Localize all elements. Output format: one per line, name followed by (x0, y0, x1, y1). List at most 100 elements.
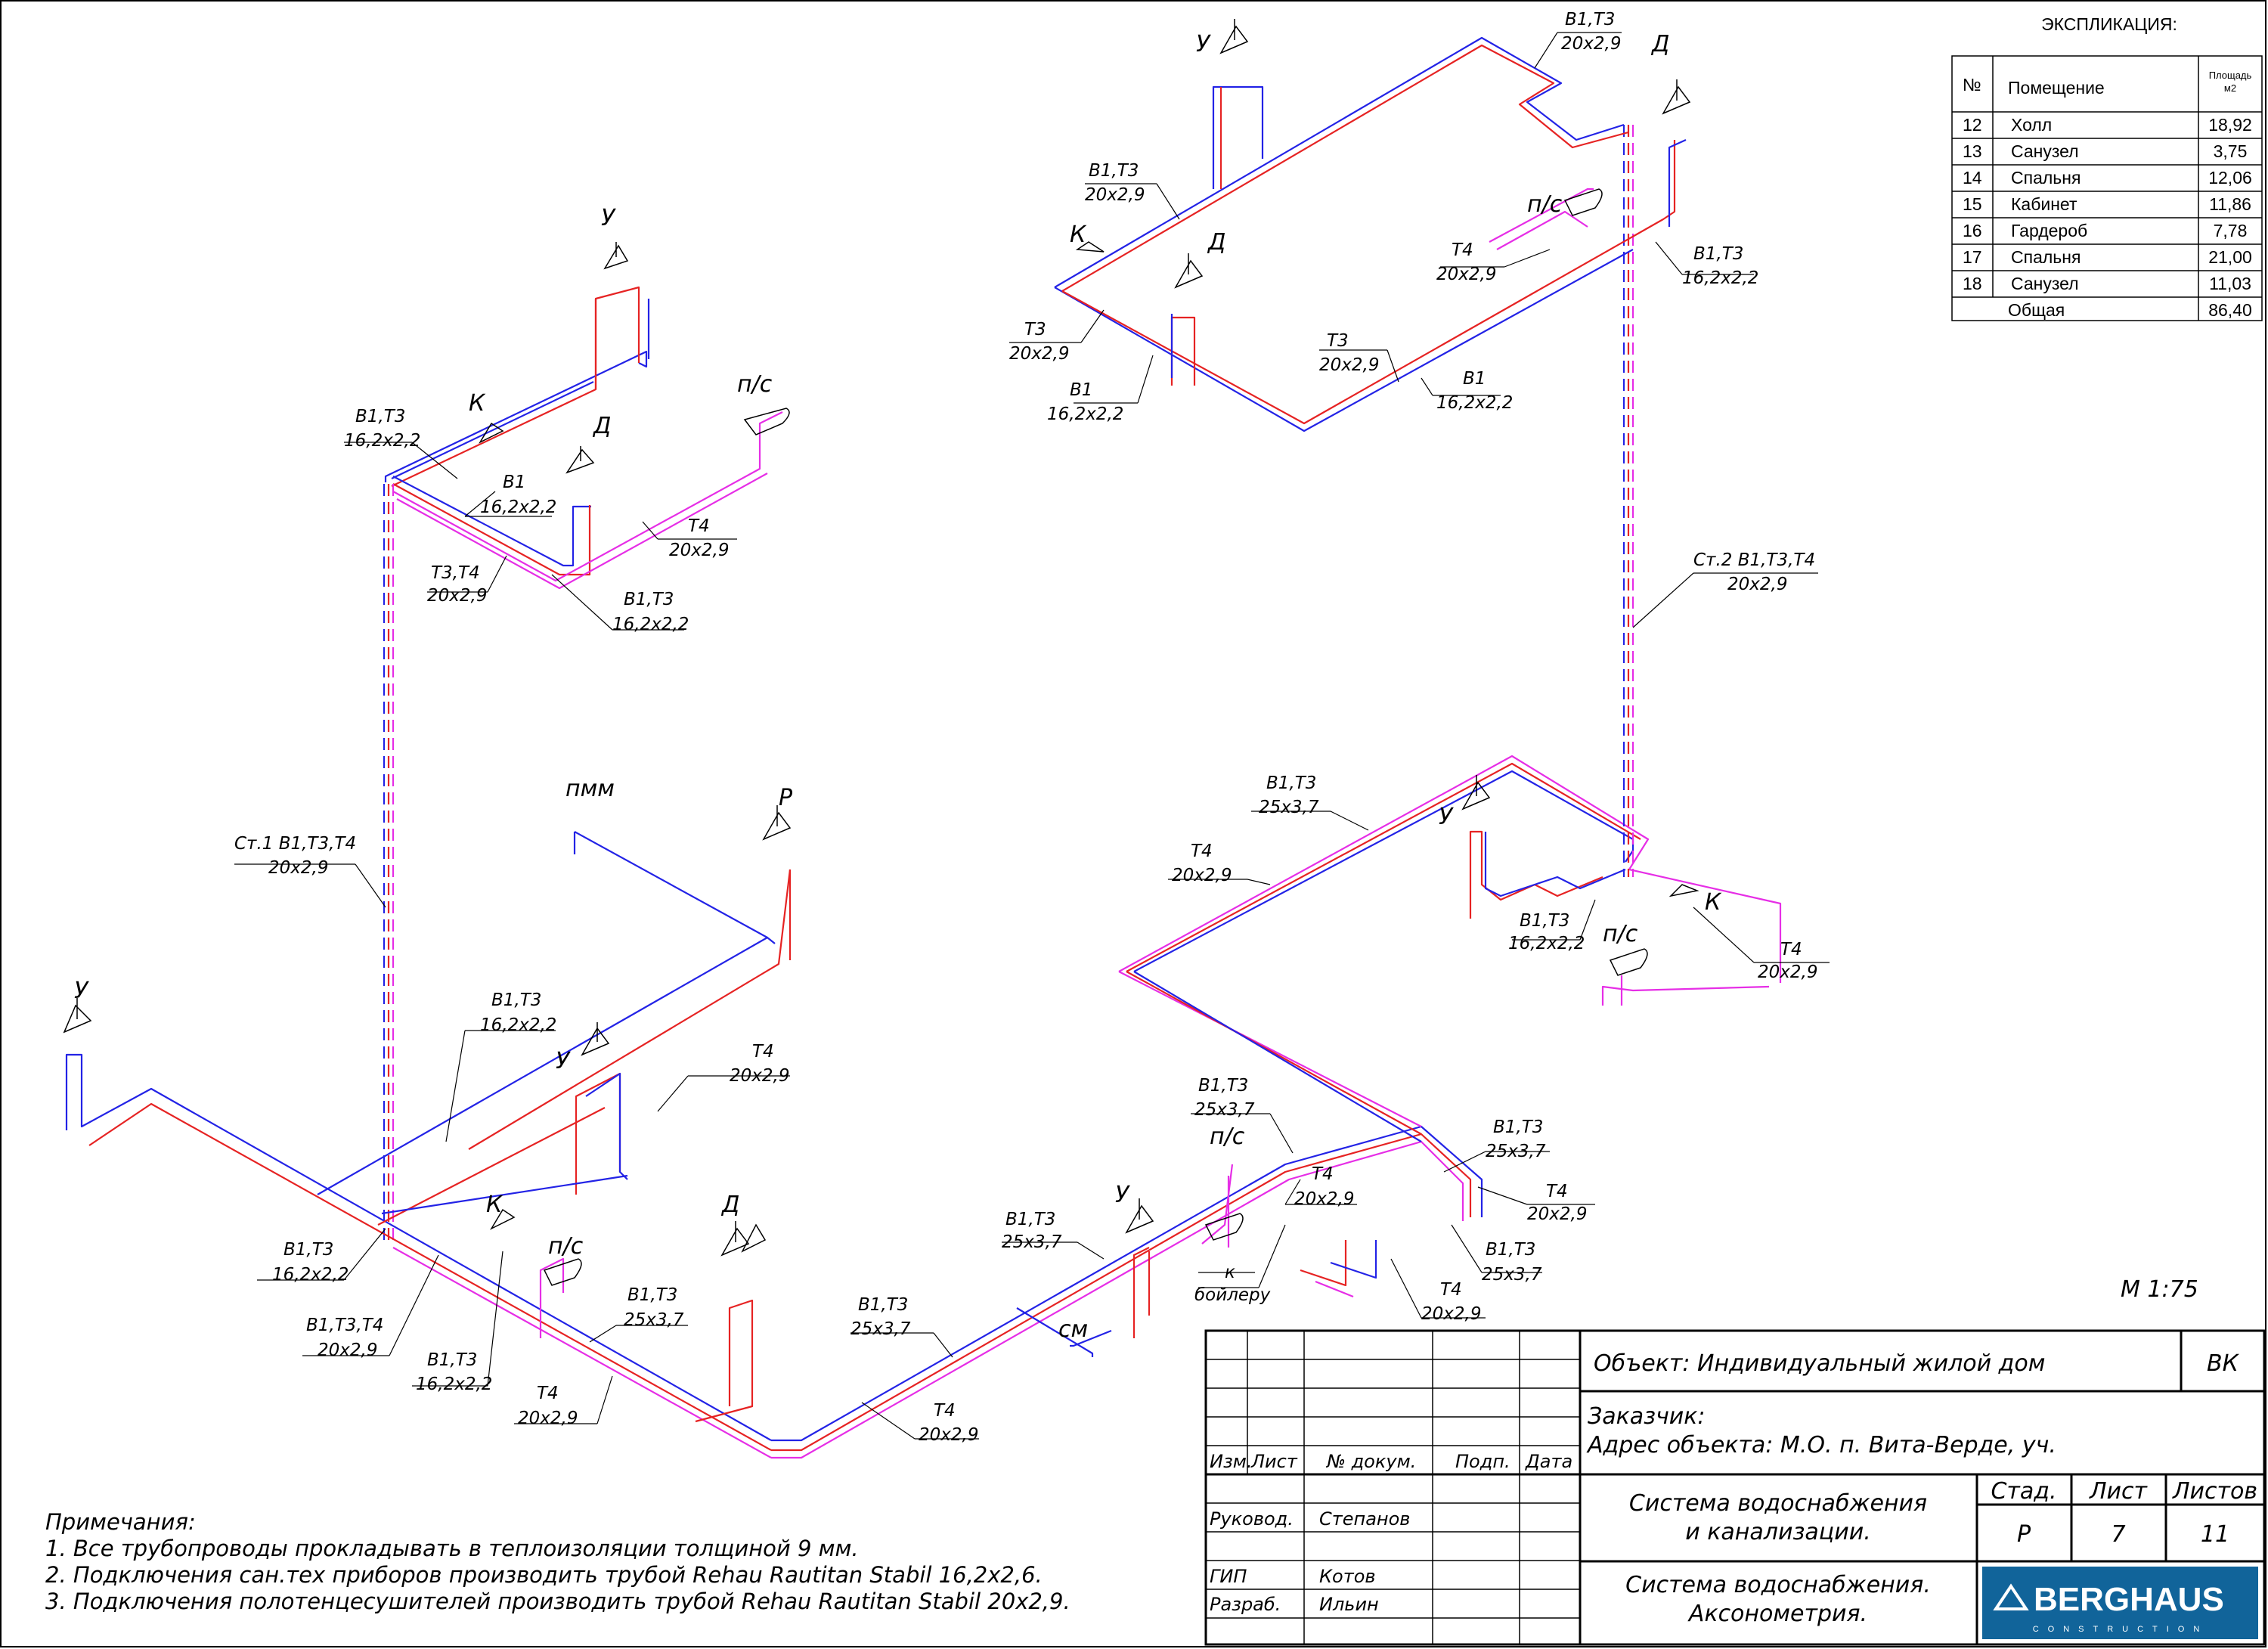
explication-row-no: 13 (1963, 141, 1982, 161)
label-d20: 20х2,9 (1727, 575, 1787, 594)
label-d20: 20х2,9 (1436, 265, 1496, 284)
logo-text: BERGHAUS (2034, 1581, 2224, 1618)
label-u: У (1439, 804, 1454, 830)
riser-st2 (1622, 125, 1634, 877)
logo-sub: CONSTRUCTION (2033, 1625, 2209, 1634)
tb-sheet-hdr: Лист (2089, 1478, 2149, 1505)
label-d25: 25х3,7 (1194, 1100, 1255, 1120)
label-d20: 20х2,9 (919, 1425, 978, 1445)
explication-row-room: Санузел (2011, 274, 2079, 293)
label-b1t3: В1,Т3 (1005, 1210, 1055, 1229)
label-b1t3: В1,Т3 (1520, 911, 1569, 931)
tb-sheets-hdr: Листов (2172, 1478, 2257, 1505)
label-d16: 16,2х2,2 (612, 615, 689, 634)
label-d16: 16,2х2,2 (1047, 405, 1123, 424)
explication-row-no: 14 (1963, 168, 1982, 188)
tb-stage-hdr: Стад. (1991, 1478, 2056, 1505)
label-d: Д (592, 413, 611, 439)
label-t4: Т4 (1546, 1182, 1568, 1201)
label-k: К (469, 390, 486, 417)
label-d20: 20х2,9 (1009, 344, 1069, 364)
tb-hdr-change: Изм. (1210, 1451, 1252, 1472)
house-icon (1993, 1583, 2029, 1610)
note-3: 3. Подключения полотенцесушителей произв… (45, 1589, 1070, 1614)
fixture-labels: У К Д п/с пмм Р У У К п/с Д У см п/с У К… (74, 31, 1722, 1343)
label-d16: 16,2х2,2 (1508, 934, 1585, 953)
explication-row-area: 11,03 (2209, 274, 2251, 293)
label-d20: 20х2,9 (268, 858, 328, 878)
tb-role-dev: Разраб. (1210, 1594, 1281, 1615)
explication-row-area: 18,92 (2208, 115, 2252, 135)
label-t4: Т4 (1780, 940, 1802, 959)
label-d20: 20х2,9 (1085, 185, 1145, 205)
explication-total-area: 86,40 (2208, 300, 2252, 320)
label-r: Р (779, 785, 793, 811)
label-t3: Т3 (1327, 331, 1349, 351)
tb-object: Объект: Индивидуальный жилой дом (1594, 1350, 2045, 1377)
explication-col-area-2: м2 (2224, 82, 2236, 94)
note-2: 2. Подключения сан.тех приборов производ… (45, 1562, 1043, 1588)
label-t4: Т4 (1452, 240, 1473, 260)
label-d20: 20х2,9 (518, 1409, 578, 1428)
explication-row-area: 7,78 (2214, 221, 2248, 240)
label-d20: 20х2,9 (730, 1066, 789, 1086)
explication-row-no: 17 (1963, 247, 1982, 267)
label-b1t3: В1,Т3 (1493, 1117, 1543, 1137)
left-bottom-main (65, 831, 792, 1458)
tb-role-lead: Руковод. (1210, 1508, 1294, 1530)
label-to-boiler-2: бойлеру (1194, 1285, 1271, 1305)
explication-col-no: № (1963, 75, 1981, 95)
left-top-wing (384, 286, 783, 590)
explication-total-label: Общая (2008, 300, 2065, 320)
explication-row-no: 15 (1963, 194, 1982, 214)
label-d20: 20х2,9 (1319, 355, 1379, 375)
explication-row-no: 12 (1963, 115, 1982, 135)
label-b1: В1 (503, 473, 525, 492)
label-b1t3: В1,Т3 (1565, 10, 1615, 29)
right-top-loop (1054, 36, 1687, 432)
label-b1t3: В1,Т3 (1266, 773, 1316, 793)
tb-stage: Р (2017, 1521, 2031, 1548)
centre-loop (1118, 755, 1782, 1142)
note-1: 1. Все трубопроводы прокладывать в тепло… (45, 1536, 859, 1561)
label-d: Д (1650, 31, 1669, 57)
tb-system-1: Система водоснабжения (1629, 1490, 1927, 1517)
label-st2: Ст.2 В1,Т3,Т4 (1693, 550, 1815, 570)
tb-sheet: 7 (2111, 1521, 2125, 1548)
notes: Примечания: 1. Все трубопроводы проклады… (45, 1509, 1070, 1614)
tb-code: ВК (2207, 1350, 2240, 1377)
explication-col-room: Помещение (2008, 78, 2105, 98)
label-b1t3t4: В1,Т3,Т4 (306, 1316, 383, 1335)
label-b1t3: В1,Т3 (1198, 1076, 1248, 1096)
explication-row-no: 18 (1963, 274, 1982, 293)
label-d: Д (720, 1192, 739, 1218)
label-k: К (1705, 889, 1722, 916)
label-t4: Т4 (1312, 1164, 1334, 1184)
label-ps: п/с (548, 1233, 584, 1260)
tb-hdr-doc: № докум. (1325, 1451, 1416, 1472)
pipe-network (65, 36, 1782, 1459)
centre-bottom-run (771, 1125, 1483, 1459)
label-u: У (1115, 1182, 1130, 1208)
explication-row-no: 16 (1963, 221, 1982, 240)
label-d25: 25х3,7 (850, 1319, 911, 1339)
label-st1: Ст.1 В1,Т3,Т4 (234, 834, 356, 854)
label-t4: Т4 (688, 516, 710, 536)
label-u: У (1196, 31, 1211, 57)
tb-name-dev: Ильин (1319, 1594, 1379, 1615)
tb-drawing-2: Аксонометрия. (1687, 1601, 1867, 1627)
explication-title: ЭКСПЛИКАЦИЯ: (2041, 14, 2177, 34)
tb-sheets: 11 (2201, 1521, 2229, 1548)
riser-st1 (383, 484, 395, 1240)
label-d: Д (1207, 229, 1225, 256)
label-d20: 20х2,9 (318, 1341, 377, 1360)
label-b1t3: В1,Т3 (858, 1295, 908, 1315)
label-d20: 20х2,9 (427, 586, 487, 606)
label-d16: 16,2х2,2 (416, 1375, 492, 1394)
label-k: К (1070, 222, 1087, 248)
label-d20: 20х2,9 (1561, 34, 1621, 54)
label-to-boiler-1: к (1225, 1263, 1235, 1282)
label-ps: п/с (737, 371, 773, 398)
